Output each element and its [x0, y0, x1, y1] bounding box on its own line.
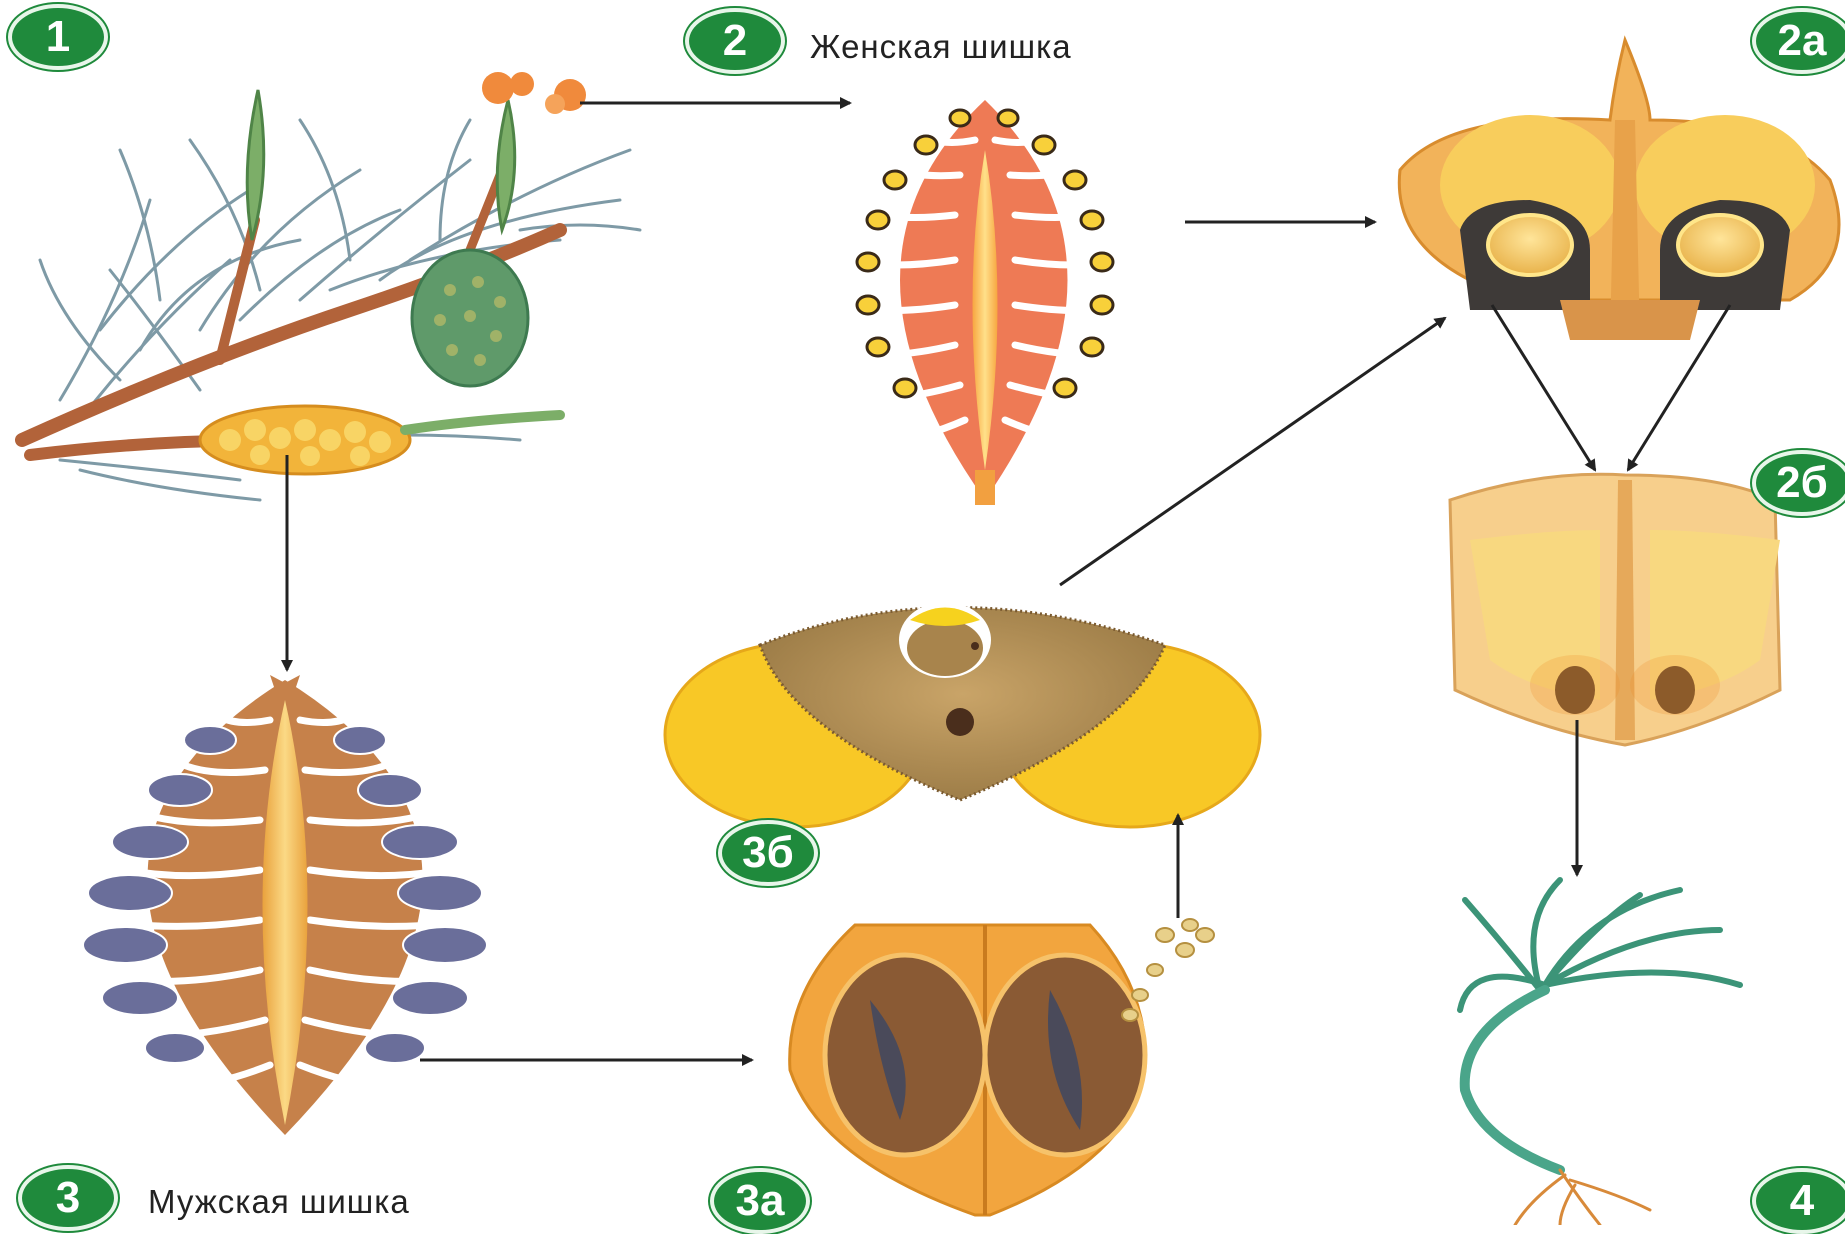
microsporophyll-with-pollen-sacs	[790, 919, 1214, 1215]
pine-branch-illustration	[22, 72, 640, 500]
step-badge-3a: 3а	[710, 1168, 810, 1234]
arrow-pollen-to-ovule	[1060, 318, 1445, 585]
winged-pollen-grain	[665, 602, 1260, 827]
step-badge-2a: 2а	[1752, 8, 1845, 74]
step-badge-2: 2	[685, 8, 785, 74]
male-cone-label: Мужская шишка	[148, 1183, 410, 1221]
pine-seedling	[1460, 880, 1740, 1225]
step-badge-4: 4	[1752, 1168, 1845, 1234]
step-badge-1: 1	[8, 4, 108, 70]
step-badge-2b: 2б	[1752, 450, 1845, 516]
seed-scale-with-seeds	[1450, 474, 1780, 745]
seed-scale-with-ovules	[1399, 40, 1839, 340]
step-badge-3: 3	[18, 1165, 118, 1231]
step-badge-3b: 3б	[718, 820, 818, 886]
female-cone-section	[808, 100, 1162, 505]
female-cone-label: Женская шишка	[810, 28, 1072, 66]
male-cone-section	[75, 675, 495, 1135]
